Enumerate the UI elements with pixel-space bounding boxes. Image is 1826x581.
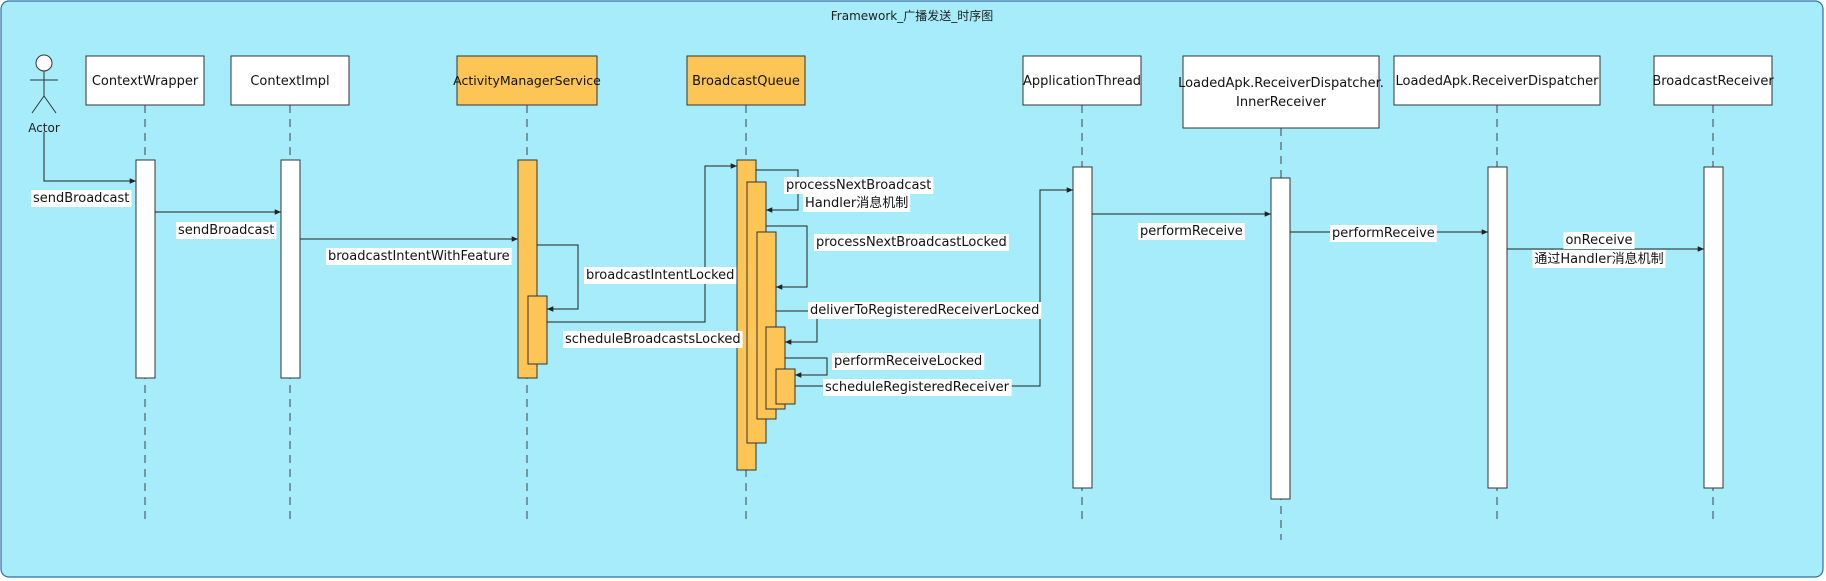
participant-box-contextwrapper [85, 55, 205, 106]
arrow-delivertoregisteredreceiverlocked [776, 310, 818, 345]
arrow-schedulebroadcastslocked [547, 163, 737, 323]
participant-label-broadcastreceiver: BroadcastReceiver [1652, 74, 1774, 89]
message-label-performreceivelocked: performReceiveLocked [834, 354, 982, 369]
participant-box-activitymanagerservice [456, 55, 598, 106]
participant-label-innerreceiver-line1: LoadedApk.ReceiverDispatcher. [1178, 76, 1384, 91]
participant-box-applicationthread [1022, 55, 1142, 106]
message-label-background [808, 302, 1042, 319]
message-label-background [563, 331, 743, 348]
message-label-broadcastintentlocked: broadcastIntentLocked [586, 268, 734, 283]
message-label-processnextbroadcastlocked: processNextBroadcastLocked [816, 235, 1007, 250]
activation-ams-nested [527, 295, 548, 365]
message-label-handler-mechanism: Handler消息机制 [805, 195, 908, 211]
participant-box-innerreceiver [1182, 55, 1380, 129]
arrow-actor-sendbroadcast [43, 132, 136, 184]
message-label-background [1563, 232, 1635, 249]
actor-label: Actor [28, 121, 60, 135]
message-label-background [176, 222, 277, 239]
activation-receiverdispatcher [1487, 166, 1508, 489]
message-label-background [814, 234, 1009, 251]
activation-innerreceiver [1270, 177, 1291, 500]
message-label-background [584, 267, 737, 284]
arrow-processnextbroadcastlocked [766, 225, 808, 290]
message-label-background [1532, 250, 1666, 268]
message-label-background [31, 190, 132, 207]
message-label-delivertoregisteredreceiverlocked: deliverToRegisteredReceiverLocked [810, 303, 1039, 318]
activation-contextwrapper [135, 159, 156, 379]
message-label-broadcastintentwithfeature: broadcastIntentWithFeature [328, 249, 510, 264]
diagram-title: Framework_广播发送_时序图 [831, 8, 993, 23]
participant-box-broadcastqueue [686, 55, 806, 106]
activation-broadcastreceiver [1703, 166, 1724, 489]
participant-box-receiverdispatcher [1393, 55, 1601, 106]
message-label-background [823, 379, 1012, 396]
message-label-schedulebroadcastslocked: scheduleBroadcastsLocked [565, 332, 741, 347]
participant-label-innerreceiver-line2: InnerReceiver [1236, 95, 1327, 110]
arrow-broadcastintentlocked [537, 244, 579, 312]
message-label-processnextbroadcast: processNextBroadcast [786, 178, 931, 193]
message-label-onreceive-handler: 通过Handler消息机制 [1534, 251, 1663, 267]
participant-label-receiverdispatcher: LoadedApk.ReceiverDispatcher [1396, 74, 1600, 89]
activation-contextimpl [280, 159, 301, 379]
participant-label-broadcastqueue: BroadcastQueue [692, 74, 800, 89]
message-label-background [784, 177, 934, 194]
message-label-background [1330, 225, 1437, 242]
participant-box-broadcastreceiver [1653, 55, 1773, 106]
message-label-scheduleregisteredreceiver: scheduleRegisteredReceiver [825, 380, 1010, 395]
message-label-background [803, 194, 911, 212]
message-label-onreceive: onReceive [1565, 233, 1632, 248]
participant-label-activitymanagerservice: ActivityManagerService [453, 73, 601, 88]
participant-label-contextimpl: ContextImpl [250, 74, 329, 89]
participant-box-contextimpl [230, 55, 350, 106]
activation-bq-nested-4 [775, 368, 796, 405]
message-label-background [1138, 223, 1245, 240]
message-label-sendbroadcast-1: sendBroadcast [33, 191, 129, 206]
activation-applicationthread [1072, 166, 1093, 489]
message-label-performreceive-2: performReceive [1332, 226, 1435, 241]
message-label-background [326, 248, 512, 265]
arrow-performreceivelocked [785, 357, 828, 378]
message-label-sendbroadcast-2: sendBroadcast [178, 223, 274, 238]
message-label-performreceive-1: performReceive [1140, 224, 1243, 239]
actor-figure [30, 54, 58, 114]
message-label-background [832, 353, 985, 370]
participant-label-contextwrapper: ContextWrapper [92, 74, 199, 89]
participant-label-applicationthread: ApplicationThread [1023, 74, 1141, 89]
